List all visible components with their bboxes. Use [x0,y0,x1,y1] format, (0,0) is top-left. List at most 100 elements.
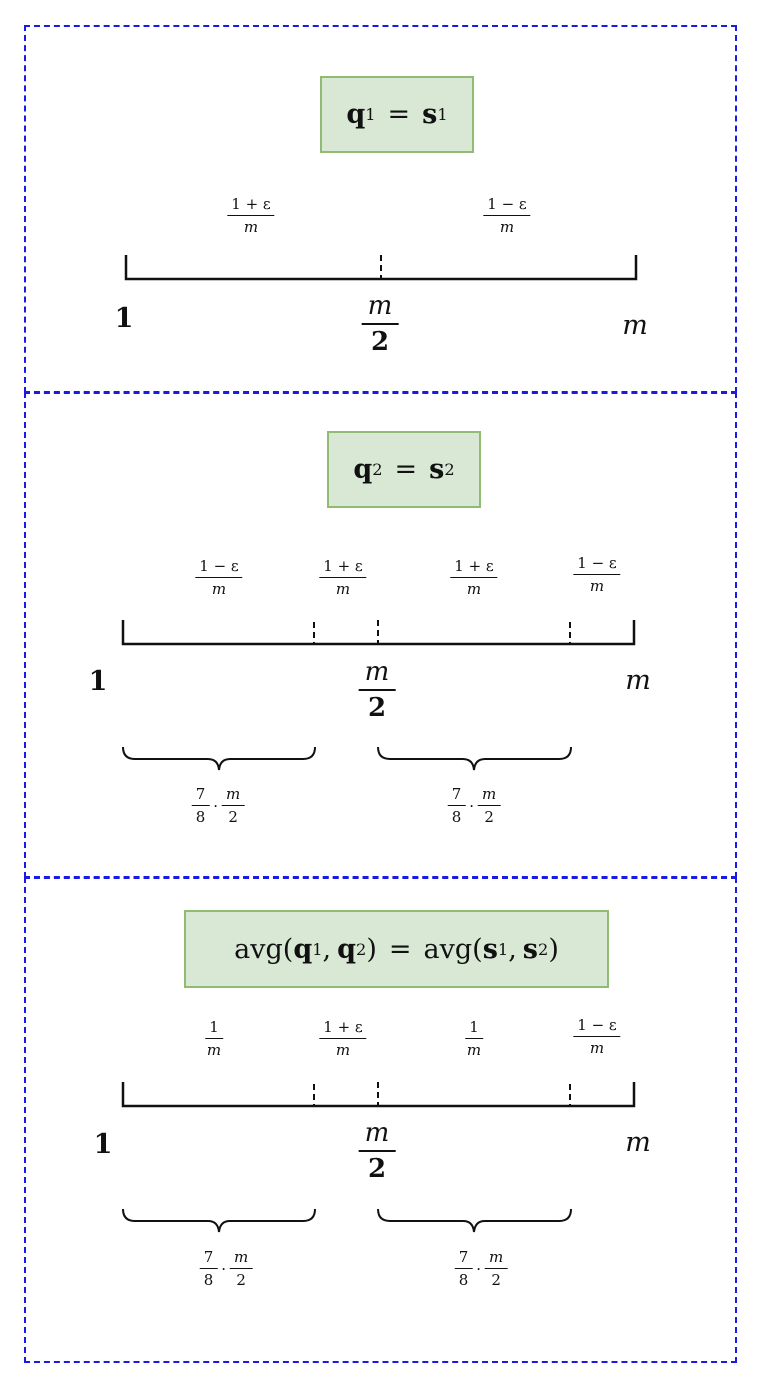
brace-a-den: 8 [203,1271,214,1289]
density-num: 1 − ε [573,556,621,575]
density-label: 1 m [465,1020,483,1058]
brace-b-num: m [222,787,245,806]
density-num: 1 + ε [319,559,367,578]
density-label: 1 m [205,1020,223,1058]
brace-a-num: 7 [454,1250,473,1269]
density-num: 1 [205,1020,223,1039]
eq-q1-sub: 1 [312,939,323,959]
eq-paren: ( [282,933,294,965]
axis-end-label: m [625,665,651,696]
density-den: m [466,1041,482,1059]
axis-mid-label: m 2 [358,1120,396,1184]
density-label: 1 + ε m [227,197,275,236]
eq-fn-rhs: avg [423,933,473,965]
eq-lhs: q [346,99,366,130]
brace-a-num: 7 [199,1250,218,1269]
eq-paren: ) [548,933,559,965]
density-den: m [335,1041,351,1059]
axis-end-label: m [622,310,648,341]
eq-s2: s [522,933,538,965]
eq-sign: = [387,99,411,130]
section-3-axis [121,1082,636,1108]
density-label: 1 + ε m [450,559,498,598]
brace-op: · [476,1260,482,1278]
section-1-axis [124,255,638,281]
density-den: m [243,218,259,236]
eq-s1: s [482,933,498,965]
eq-q2: q [337,933,357,965]
mid-den: 2 [367,1154,387,1184]
brace-b-num: m [230,1250,253,1269]
brace-b-den: 2 [236,1271,246,1289]
eq-fn-lhs: avg [234,933,283,965]
mid-num: m [358,1120,396,1152]
density-num: 1 + ε [319,1020,367,1039]
brace-op: · [469,797,475,815]
eq-rhs-sub: 1 [437,105,448,124]
eq-comma: , [508,933,517,965]
eq-rhs: s [429,454,445,485]
axis-start-label: 1 [88,666,108,697]
density-den: m [335,580,351,598]
axis-mid-label: m 2 [358,659,396,723]
brace-b-num: m [478,787,501,806]
eq-rhs: s [422,99,438,130]
brace-label: 7 8 · m 2 [199,1250,253,1289]
eq-lhs-sub: 1 [365,105,376,124]
brace-a-den: 8 [195,808,206,826]
brace-a-den: 8 [458,1271,469,1289]
density-num: 1 + ε [227,197,275,216]
density-num: 1 [465,1020,483,1039]
section-3-braces [122,1208,572,1233]
density-label: 1 − ε m [573,1018,621,1057]
axis-mid-label: m 2 [361,293,399,357]
eq-sign: = [388,933,412,965]
density-den: m [589,577,605,595]
density-label: 1 − ε m [483,197,531,236]
mid-den: 2 [367,693,387,723]
eq-sign: = [394,454,418,485]
eq-lhs: q [353,454,373,485]
brace-b-den: 2 [491,1271,501,1289]
eq-s2-sub: 2 [538,939,549,959]
brace-a-num: 7 [191,787,210,806]
section-2-axis [121,620,636,646]
density-num: 1 − ε [573,1018,621,1037]
axis-start-label: 1 [93,1129,113,1160]
eq-comma: , [322,933,332,965]
brace-a-den: 8 [451,808,462,826]
mid-den: 2 [370,327,390,357]
brace-label: 7 8 · m 2 [191,787,245,826]
eq-paren: ( [472,933,483,965]
density-num: 1 + ε [450,559,498,578]
density-den: m [589,1039,605,1057]
brace-b-num: m [485,1250,508,1269]
density-den: m [466,580,482,598]
brace-label: 7 8 · m 2 [447,787,501,826]
density-label: 1 + ε m [319,1020,367,1059]
brace-op: · [213,797,219,815]
section-3-frame [24,877,737,1363]
density-den: m [499,218,515,236]
mid-num: m [361,293,399,325]
eq-paren: ) [366,933,377,965]
section-2-braces [122,746,572,771]
eq-q2-sub: 2 [356,939,367,959]
density-num: 1 − ε [483,197,531,216]
density-den: m [206,1041,222,1059]
brace-b-den: 2 [228,808,238,826]
brace-op: · [221,1260,227,1278]
density-den: m [211,580,227,598]
eq-rhs-sub: 2 [444,460,455,479]
density-label: 1 − ε m [573,556,621,595]
mid-num: m [358,659,396,691]
brace-label: 7 8 · m 2 [454,1250,508,1289]
brace-a-num: 7 [447,787,466,806]
eq-q1: q [293,933,313,965]
brace-b-den: 2 [484,808,494,826]
density-label: 1 − ε m [195,559,243,598]
